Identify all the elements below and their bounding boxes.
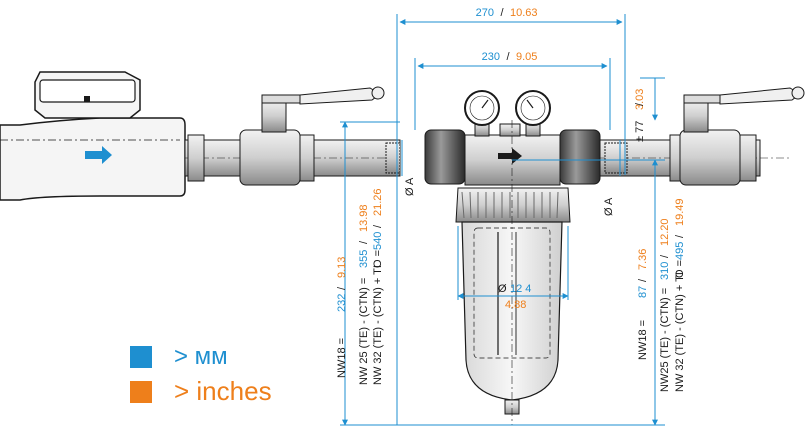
filter-head xyxy=(424,123,601,186)
left-nw18-sep: / xyxy=(336,286,348,290)
ball-valve-icon xyxy=(679,86,805,186)
right-nw32-prefix: O = xyxy=(674,260,686,278)
gauge-height-in: 3.03 xyxy=(634,89,646,110)
left-nw18-mm: 232 xyxy=(336,294,348,312)
right-nw32-in: 19.49 xyxy=(674,198,686,226)
left-nw32-mm: 540 xyxy=(372,232,384,250)
side-offset-mm: ± 77 xyxy=(634,121,646,142)
right-nw18-label: NW18 = xyxy=(637,320,649,360)
right-nw32-sep: / xyxy=(674,234,686,238)
flow-arrow-icon xyxy=(85,146,112,164)
filter-bowl xyxy=(455,120,571,425)
right-nw32-mm: 495 xyxy=(674,242,686,260)
bowl-dia-prefix: Ø xyxy=(498,283,507,295)
left-nw18-label: NW18 = xyxy=(336,338,348,378)
right-nw25-in: 12.20 xyxy=(659,218,671,246)
right-nw25-mm: 310 xyxy=(659,262,671,280)
right-nw32-label: NW 32 (TE) - (CTN) + TI xyxy=(674,272,686,392)
legend-mm: > мм xyxy=(130,343,228,371)
left-nw25-sep: / xyxy=(358,240,370,244)
legend-mm-label: > мм xyxy=(174,343,228,370)
legend-mm-swatch xyxy=(130,346,152,368)
side-offset-sep: / xyxy=(634,102,646,106)
left-nw18-in: 9.13 xyxy=(336,257,348,278)
filter-width-sep: / xyxy=(506,51,510,63)
legend-inches: > inches xyxy=(130,376,272,407)
pressure-gauge-icon xyxy=(464,90,500,137)
left-nw32-label: NW 32 (TE) - (CTN) + TI xyxy=(372,265,384,385)
left-nw32-in: 21.26 xyxy=(372,188,384,216)
left-nw32-sep: / xyxy=(372,224,384,228)
legend-inches-swatch xyxy=(130,380,152,403)
water-meter-icon xyxy=(0,71,186,201)
pressure-gauge-icon xyxy=(515,90,551,137)
ball-valve-icon xyxy=(239,86,385,186)
right-nw18-mm: 87 xyxy=(637,286,649,298)
legend-inches-label: > inches xyxy=(174,376,272,406)
dimension-lines xyxy=(340,14,665,426)
left-nw32-prefix: O = xyxy=(372,250,384,268)
filter-width-mm: 230 xyxy=(482,51,500,63)
right-nw25-sep: / xyxy=(659,254,671,258)
bowl-dia-mm: 12 4 xyxy=(510,283,531,295)
left-nw25-label: NW 25 (TE) - (CTN) = xyxy=(358,278,370,385)
filter-width-in: 9.05 xyxy=(516,51,537,63)
left-dia-a: Ø A xyxy=(404,177,416,196)
overall-width-mm: 270 xyxy=(476,7,494,19)
overall-width-sep: / xyxy=(500,7,504,19)
overall-width-in: 10.63 xyxy=(510,7,538,19)
right-dia-a: Ø A xyxy=(603,197,615,216)
left-nw25-in: 13.98 xyxy=(358,204,370,232)
right-nw18-in: 7.36 xyxy=(637,249,649,270)
bowl-dia-in: 4.88 xyxy=(505,299,526,311)
left-nw25-mm: 355 xyxy=(358,250,370,268)
right-nw25-label: NW25 (TE) - (CTN) = xyxy=(659,288,671,392)
right-nw18-sep: / xyxy=(637,278,649,282)
